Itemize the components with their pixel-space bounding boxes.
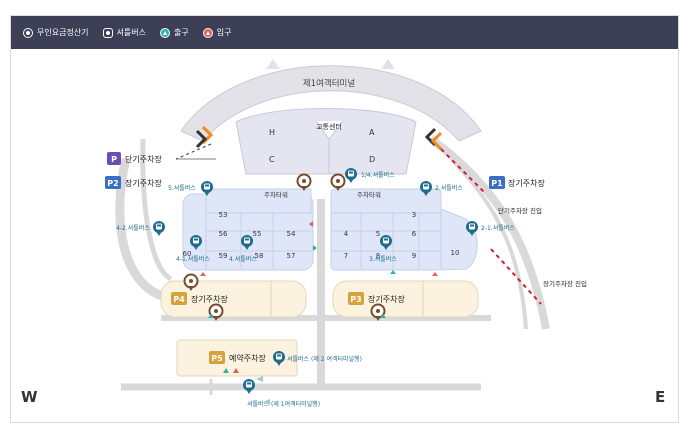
parking-structure-west — [182, 188, 314, 271]
lot-56: 56 — [219, 230, 228, 238]
lot-57: 57 — [287, 252, 296, 260]
legend-bar: 무인요금정산기 셔틀버스 출구 입구 — [11, 16, 678, 49]
bus-stop-icon[interactable] — [153, 221, 165, 236]
bus-stop-1-4-label: 1/4.셔틀버스 — [361, 171, 395, 179]
entry-icon — [202, 27, 213, 38]
p3-badge[interactable]: P3 장기주차장 — [348, 292, 405, 305]
p4-badge-text: P4 — [173, 295, 185, 304]
p3-label: 장기주차장 — [368, 294, 405, 304]
p3-long-term-lot[interactable] — [332, 280, 479, 318]
lot-5: 5 — [376, 230, 380, 238]
p1-badge-text: P1 — [491, 179, 503, 188]
direction-chevron-right-icon — [424, 127, 443, 151]
bus-stop-t2-label: 셔틀버스 (제 2 여객터미널행) — [287, 355, 362, 363]
p2-badge-text: P2 — [107, 179, 118, 188]
gate-a: A — [369, 128, 375, 137]
bus-stop-4-2-label: 4-2.셔틀버스 — [116, 224, 150, 232]
legend-bus-label: 셔틀버스 — [116, 28, 146, 37]
long-term-entry-label: 장기주차장 진입 — [543, 279, 587, 288]
legend-exit: 출구 — [159, 27, 189, 38]
dark-dashed-route — [175, 143, 212, 160]
lot-59: 59 — [219, 252, 228, 260]
tower-left-label: 주차타워 — [264, 190, 288, 199]
parking-map-frame: 무인요금정산기 셔틀버스 출구 입구 — [10, 15, 679, 423]
transport-center-label: 교통센터 — [316, 122, 342, 131]
exit-arrow-icon — [208, 245, 396, 373]
lot-54: 54 — [287, 230, 296, 238]
lot-6: 6 — [412, 230, 417, 238]
red-dashed-route — [440, 148, 542, 305]
kiosk-icon — [23, 27, 33, 38]
lot-4: 4 — [344, 230, 349, 238]
bus-icon — [102, 27, 113, 38]
lot-55: 55 — [253, 230, 262, 238]
p-short-badge-text: P — [111, 155, 117, 164]
legend-kiosk-label: 무인요금정산기 — [37, 28, 89, 37]
bus-stop-icon[interactable] — [243, 379, 255, 394]
gate-h: H — [269, 128, 275, 137]
p5-badge-text: P5 — [211, 354, 223, 363]
lot-53: 53 — [219, 211, 228, 219]
compass-west: W — [21, 388, 38, 406]
short-term-entry-label: 단기주차장 진입 — [498, 206, 542, 215]
legend-entry: 입구 — [202, 27, 232, 38]
terminal-label: 제1여객터미널 — [303, 78, 355, 89]
bus-stop-t1-label: 셔틀버스 (제 1여객터미널행) — [247, 400, 320, 408]
gate-d: D — [369, 155, 375, 164]
legend-entry-label: 입구 — [216, 28, 232, 37]
transport-center-block — [235, 108, 417, 175]
p5-reserved-lot[interactable] — [176, 339, 298, 377]
p-short-term-badge[interactable]: P 단기주차장 — [107, 152, 162, 165]
bus-stop-4-1-label: 4-1.셔틀버스 — [176, 255, 210, 263]
p2-label: 장기주차장 — [125, 178, 162, 188]
bus-stop-2-label: 2.셔틀버스 — [435, 184, 463, 192]
p4-badge[interactable]: P4 장기주차장 — [171, 292, 228, 305]
p1-badge[interactable]: P1 장기주차장 — [489, 176, 545, 189]
legend-exit-label: 출구 — [173, 28, 189, 37]
parking-map[interactable]: 제1여객터미널 교통센터 H A C D — [11, 49, 678, 422]
p2-badge[interactable]: P2 장기주차장 — [105, 176, 162, 189]
bus-stop-2-1-label: 2-1.셔틀버스 — [481, 224, 515, 232]
exit-icon — [159, 27, 170, 38]
bus-stop-3-label: 3.셔틀버스 — [369, 255, 397, 263]
parking-structure-east — [330, 188, 478, 271]
lot-7: 7 — [344, 252, 348, 260]
lot-8: 8 — [376, 252, 380, 260]
legend-kiosk: 무인요금정산기 — [23, 27, 89, 38]
lot-10: 10 — [451, 249, 460, 257]
terminal-1-building — [180, 59, 482, 142]
lot-9: 9 — [412, 252, 416, 260]
p5-label: 예약주차장 — [229, 353, 266, 363]
p3-badge-text: P3 — [350, 295, 361, 304]
lot-3: 3 — [412, 211, 416, 219]
p4-label: 장기주차장 — [191, 294, 228, 304]
lot-58: 58 — [255, 252, 264, 260]
flow-arrows — [256, 376, 270, 405]
bus-stop-icon[interactable] — [345, 168, 357, 183]
p5-badge[interactable]: P5 예약주차장 — [209, 351, 266, 364]
tower-right-label: 주차타워 — [357, 190, 381, 199]
p4-long-term-lot[interactable] — [160, 280, 307, 318]
p-short-label: 단기주차장 — [125, 154, 162, 164]
entry-arrow-icon — [200, 221, 438, 373]
gate-c: C — [269, 155, 275, 164]
bus-stop-4-label: 4.셔틀버스 — [229, 255, 257, 263]
bus-stop-5-label: 5.셔틀버스 — [168, 184, 196, 192]
compass-east: E — [655, 388, 666, 406]
p1-label: 장기주차장 — [508, 178, 545, 188]
lot-60: 60 — [183, 250, 192, 258]
legend-bus: 셔틀버스 — [102, 27, 146, 38]
direction-chevron-left-icon — [195, 125, 214, 149]
